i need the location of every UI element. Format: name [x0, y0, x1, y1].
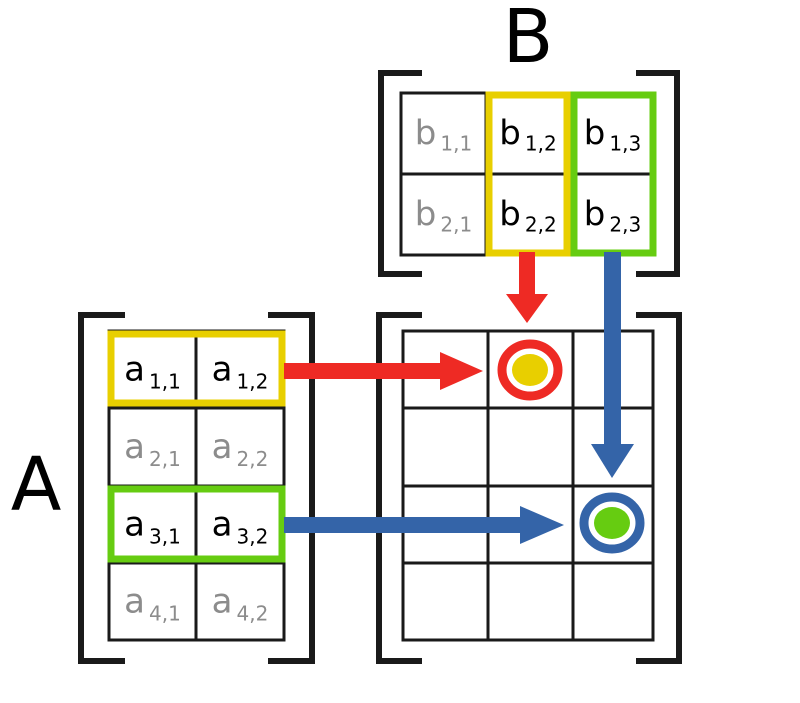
matrix-a-element-subscript: 1,2: [237, 370, 269, 394]
matrix-a-element-subscript: 2,2: [237, 447, 269, 471]
matrix-a-cell-1-2: [194, 329, 286, 410]
red-column-arrow: [506, 252, 548, 323]
matrix-a-right-bracket: [268, 312, 315, 664]
matrix-b-brackets: [378, 70, 680, 277]
matrix-b-grid: [399, 91, 657, 257]
matrix-a-element-subscript: 1,1: [149, 370, 181, 394]
matrix-b-element-subscript: 2,2: [525, 213, 557, 237]
matrix-b-element-base: b: [415, 195, 437, 235]
matrix-a-label: A: [11, 442, 62, 528]
matrix-a-cell-1-1: [107, 329, 198, 410]
matrix-a-row-1-highlight: [107, 330, 286, 407]
matrix-a-element-base: a: [124, 427, 145, 467]
matrix-b-element-base: b: [499, 114, 521, 154]
matrix-b-left-bracket: [378, 70, 422, 277]
matrix-b-element-base: b: [415, 114, 437, 154]
red-row-arrow: [284, 352, 483, 390]
matrix-b-element-subscript: 2,1: [440, 213, 472, 237]
matrix-a-element-base: a: [124, 350, 145, 390]
matrix-b-element-subscript: 2,3: [609, 213, 641, 237]
matrix-a-row-3-highlight: [107, 485, 286, 563]
blue-column-arrow: [591, 252, 634, 478]
result-marker-green: [579, 492, 645, 554]
matrix-b-element-subscript: 1,3: [609, 132, 641, 156]
matrix-b-cell-2-3: [568, 172, 657, 257]
matrix-a-element-subscript: 4,1: [149, 602, 181, 626]
matrix-a-left-bracket: [78, 312, 125, 664]
matrix-b-right-bracket: [636, 70, 680, 277]
result-marker-yellow: [497, 339, 563, 401]
matrix-a-element-base: a: [212, 350, 233, 390]
matrix-a-element-subscript: 4,2: [237, 602, 269, 626]
matrix-a-brackets: [78, 312, 315, 664]
matrix-a-cell-4-2: [194, 561, 286, 642]
result-marker-green-dot: [594, 507, 630, 539]
result-right-bracket: [636, 312, 682, 664]
matrix-b-element-subscript: 1,2: [525, 132, 557, 156]
matrix-a-element-base: a: [212, 427, 233, 467]
result-marker-red-ring: [497, 339, 563, 401]
matrix-a-element-subscript: 2,1: [149, 447, 181, 471]
matrix-a-cell-2-2: [194, 406, 286, 488]
matrix-a-element-subscript: 3,1: [149, 525, 181, 549]
matrix-b-element-subscript: 1,1: [440, 132, 472, 156]
matrix-a-grid: [107, 329, 286, 642]
result-matrix-brackets: [376, 312, 682, 664]
blue-row-arrow: [284, 506, 564, 544]
matrix-a-element-base: a: [212, 582, 233, 622]
matrix-a-cell-4-1: [107, 561, 198, 642]
matrix-b-label: B: [503, 0, 554, 80]
matrix-b-element-base: b: [499, 195, 521, 235]
matrix-a-element-base: a: [212, 505, 233, 545]
matrix-a-element-base: a: [124, 505, 145, 545]
result-cell-2-2: [486, 406, 575, 488]
matrix-a-element-subscript: 3,2: [237, 525, 269, 549]
matrix-b-cell-2-1: [399, 172, 488, 257]
result-cell-2-1: [401, 406, 490, 488]
result-cell-4-3: [571, 561, 655, 642]
result-left-bracket: [376, 312, 422, 664]
result-cell-4-1: [401, 561, 490, 642]
result-cell-4-2: [486, 561, 575, 642]
matrix-a-element-base: a: [124, 582, 145, 622]
result-marker-yellow-dot: [512, 354, 548, 386]
matrix-b-element-base: b: [584, 114, 606, 154]
result-marker-blue-ring: [579, 492, 645, 554]
matrix-b-element-base: b: [584, 195, 606, 235]
